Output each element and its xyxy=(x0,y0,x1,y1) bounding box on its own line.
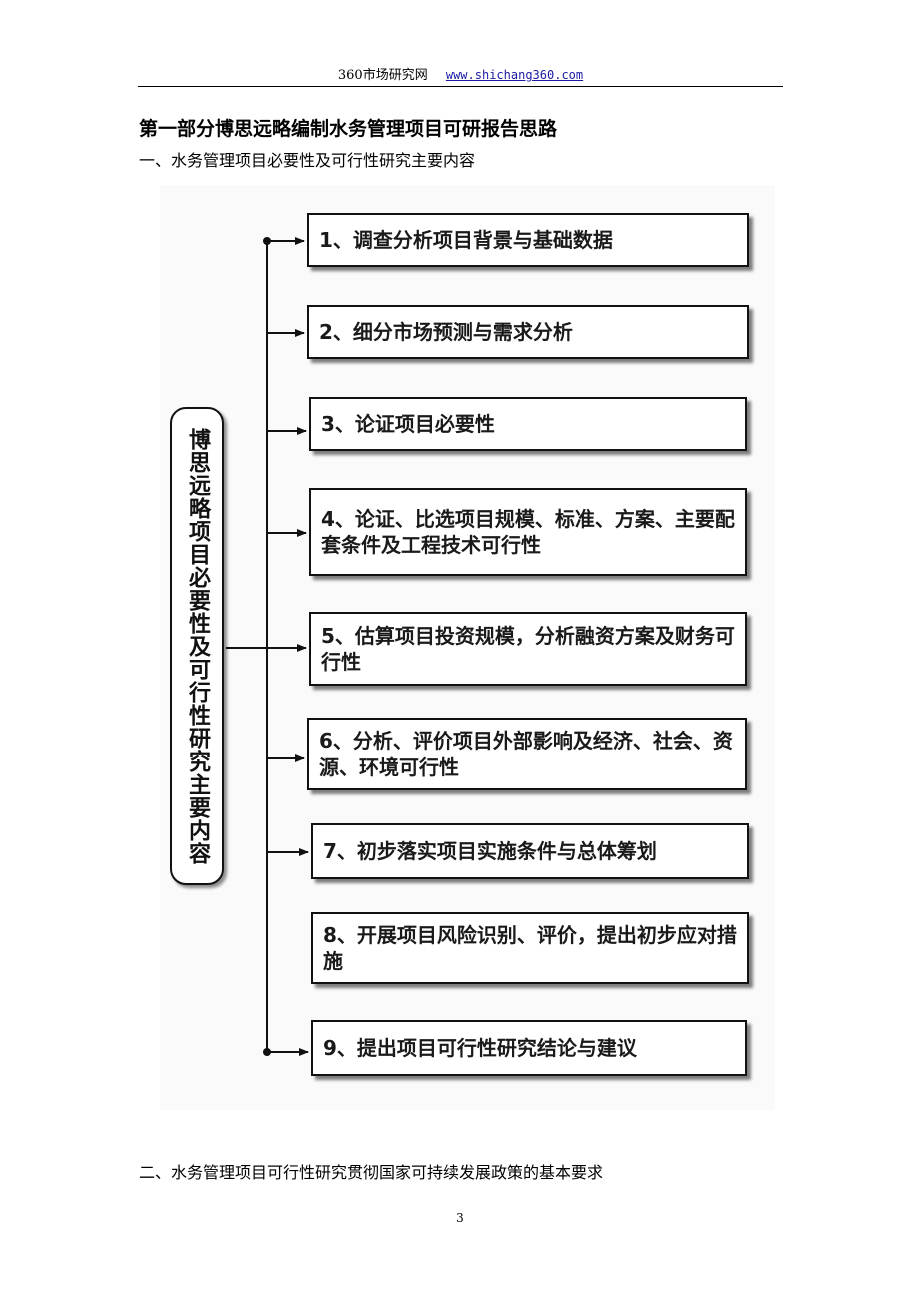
step-box-2: 2、细分市场预测与需求分析 xyxy=(307,305,749,359)
subsection-title-1: 一、水务管理项目必要性及可行性研究主要内容 xyxy=(139,151,476,170)
step-box-4: 4、论证、比选项目规模、标准、方案、主要配套条件及工程技术可行性 xyxy=(309,488,747,576)
header-url-link[interactable]: www.shichang360.com xyxy=(445,68,584,82)
page-number: 3 xyxy=(456,1211,464,1225)
step-box-1: 1、调查分析项目背景与基础数据 xyxy=(307,213,749,267)
page-header: 360市场研究网 www.shichang360.com xyxy=(138,66,783,85)
flow-diagram: 博思远略项目必要性及可行性研究主要内容 1、调查分析项目背景与基础数据 2、细分… xyxy=(160,185,775,1110)
step-box-3: 3、论证项目必要性 xyxy=(309,397,747,451)
diagram-left-label: 博思远略项目必要性及可行性研究主要内容 xyxy=(185,427,210,865)
step-box-5: 5、估算项目投资规模，分析融资方案及财务可行性 xyxy=(309,612,747,686)
header-site-name: 360市场研究网 xyxy=(337,68,428,83)
diagram-left-label-box: 博思远略项目必要性及可行性研究主要内容 xyxy=(170,407,224,885)
diagram-connectors xyxy=(226,237,309,1056)
subsection-title-2: 二、水务管理项目可行性研究贯彻国家可持续发展政策的基本要求 xyxy=(139,1163,604,1182)
section-title: 第一部分博思远略编制水务管理项目可研报告思路 xyxy=(139,118,558,140)
step-box-9: 9、提出项目可行性研究结论与建议 xyxy=(311,1020,747,1076)
step-box-6: 6、分析、评价项目外部影响及经济、社会、资源、环境可行性 xyxy=(307,718,747,790)
step-box-7: 7、初步落实项目实施条件与总体筹划 xyxy=(311,823,749,879)
header-rule xyxy=(138,86,783,87)
step-box-8: 8、开展项目风险识别、评价，提出初步应对措施 xyxy=(311,912,749,984)
